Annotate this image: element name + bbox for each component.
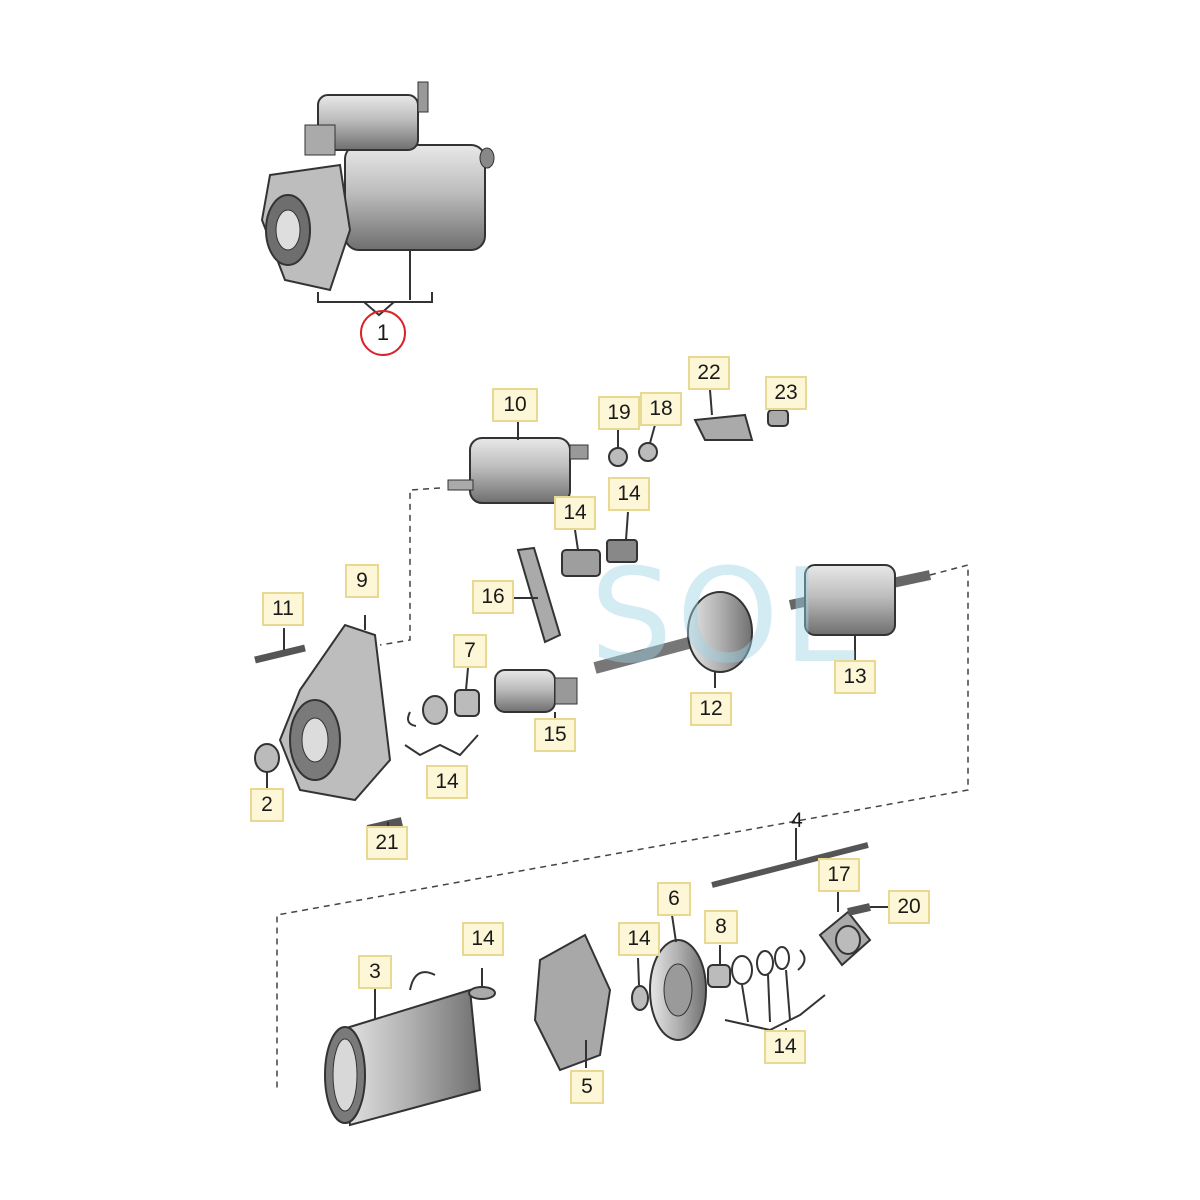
nut-18 <box>638 424 658 462</box>
callout-19: 19 <box>598 396 640 430</box>
callout-21: 21 <box>366 826 408 860</box>
drive-end-housing <box>278 615 392 802</box>
callout-18: 18 <box>640 392 682 426</box>
planetary-gear <box>593 591 753 688</box>
brush-holder <box>561 511 638 577</box>
armature <box>788 564 932 660</box>
callout-2: 2 <box>250 788 284 822</box>
fork-lever <box>510 546 562 644</box>
callout-3: 3 <box>358 955 392 989</box>
guide-lines <box>276 487 969 1090</box>
bolt-11 <box>254 628 306 664</box>
end-bushing-8 <box>707 945 731 988</box>
watermark: SOL <box>590 540 860 692</box>
callout-5: 5 <box>570 1070 604 1104</box>
callout-16: 16 <box>472 580 514 614</box>
bushings <box>404 667 480 757</box>
bushing-2 <box>254 743 280 788</box>
solenoid <box>447 420 589 504</box>
starter-assembly <box>260 81 495 317</box>
commutator-end-cover <box>631 914 707 1041</box>
pinion-drive <box>494 669 578 722</box>
callout-23: 23 <box>765 376 807 410</box>
connector-22 <box>693 389 754 441</box>
callout-14-shims: 14 <box>764 1030 806 1064</box>
callout-1: 1 <box>360 310 406 356</box>
callout-17: 17 <box>818 858 860 892</box>
callout-7: 7 <box>453 634 487 668</box>
callout-14-brush-b: 14 <box>608 477 650 511</box>
callout-10: 10 <box>492 388 538 422</box>
callout-9: 9 <box>345 564 379 598</box>
callout-20: 20 <box>888 890 930 924</box>
callout-14-rings: 14 <box>426 765 468 799</box>
callout-15: 15 <box>534 718 576 752</box>
shims-14 <box>724 946 826 1040</box>
screw-20 <box>847 903 890 916</box>
yoke <box>324 971 482 1127</box>
callout-11: 11 <box>262 592 304 626</box>
callout-12: 12 <box>690 692 732 726</box>
washer-14 <box>468 968 496 1000</box>
callout-8: 8 <box>704 910 738 944</box>
callout-4: 4 <box>791 809 803 832</box>
nut-19 <box>608 430 628 467</box>
callout-22: 22 <box>688 356 730 390</box>
tie-bolt <box>711 828 869 888</box>
callout-14-yoke: 14 <box>462 922 504 956</box>
callout-6: 6 <box>657 882 691 916</box>
callout-14-washer: 14 <box>618 922 660 956</box>
callout-14-brush-a: 14 <box>554 496 596 530</box>
brush-plate <box>533 933 612 1072</box>
callout-13: 13 <box>834 660 876 694</box>
end-cap <box>818 890 872 967</box>
